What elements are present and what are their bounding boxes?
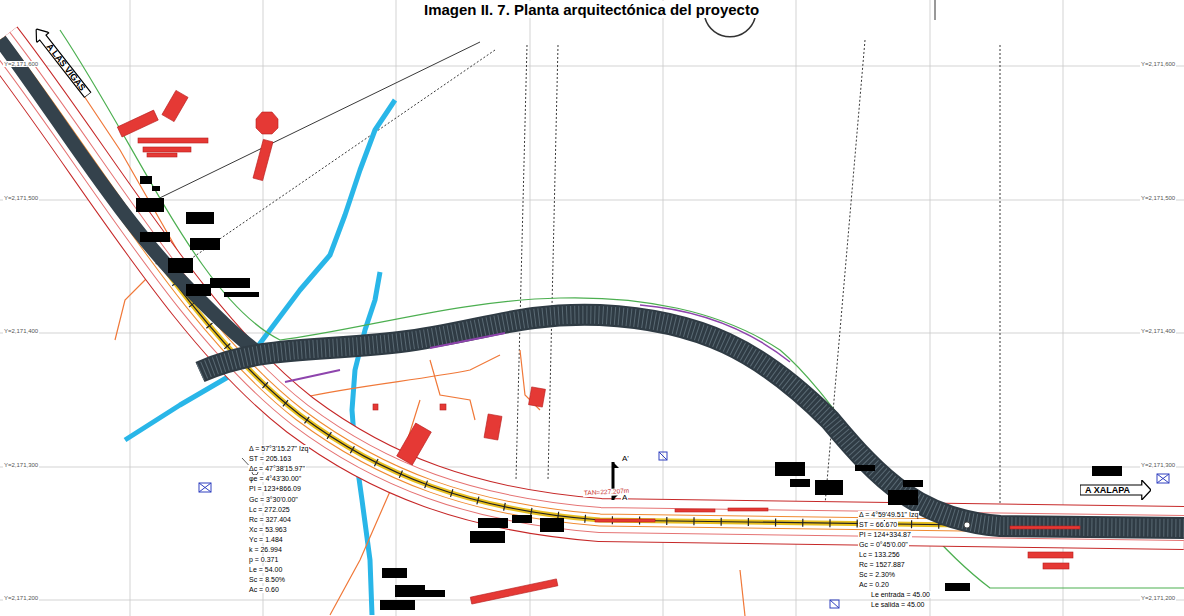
arrow-label: A LAS VIGAS: [45, 42, 87, 93]
grid-coordinate: Y=2,171,200: [3, 595, 39, 601]
curve-data: Lc = 272.025: [248, 506, 291, 513]
grid-coordinate: Y=2,171,400: [1140, 328, 1176, 334]
grid-coordinate: Y=2,171,200: [1140, 595, 1176, 601]
curve-data: ST = 66.670: [858, 521, 898, 528]
curve-data: p = 0.371: [248, 556, 279, 563]
curve-data: Lc = 133.256: [858, 551, 901, 558]
curve-data: Δc = 47°38'15.97": [248, 465, 306, 472]
buildings: [117, 90, 1080, 604]
curve-data: ST = 205.163: [248, 455, 292, 462]
grid-coordinate: Y=2,171,300: [1140, 462, 1176, 468]
curve-data: φe = 4°43'30.00": [248, 475, 302, 482]
direction-arrow: A XALAPA: [1080, 480, 1151, 500]
arrow-label: A XALAPA: [1085, 486, 1130, 495]
survey-marks: [199, 452, 1169, 608]
curve-data: Δ = 4°59'49.51" Izq: [858, 511, 919, 518]
curve-data: Xc = 53.963: [248, 526, 288, 533]
grid-coordinate: Y=2,171,500: [3, 195, 39, 201]
curve-data: Yc = 1.484: [248, 536, 284, 543]
section-letter: A': [621, 455, 630, 463]
curve-data: PI = 123+866.09: [248, 485, 302, 492]
pi-marker: [242, 458, 970, 528]
direction-arrow: A LAS VIGAS: [30, 24, 94, 100]
section-letter: A: [621, 494, 628, 502]
curve-data: Ac = 0.20: [858, 581, 890, 588]
figure-title: Imagen II. 7. Planta arquitectónica del …: [421, 1, 762, 18]
grid-coordinate: Y=2,171,600: [3, 61, 39, 67]
compass: [705, 18, 755, 37]
bypass-road: [200, 305, 1184, 528]
curve-data: Sc = 8.50%: [248, 576, 286, 583]
curve-data: Gc = 3°30'0.00": [248, 496, 299, 503]
grid-coordinate: Y=2,171,300: [3, 462, 39, 468]
curve-data: Δ = 57°3'15.27" Izq: [248, 445, 309, 452]
curve-data: Gc = 0°45'0.00": [858, 541, 909, 548]
curve-data: Rc = 1527.887: [858, 561, 906, 568]
grid-coordinate: Y=2,171,600: [1140, 61, 1176, 67]
grid-coordinate: Y=2,171,500: [1140, 195, 1176, 201]
curve-data: Rc = 327.404: [248, 516, 292, 523]
curve-data: Le = 54.00: [248, 566, 283, 573]
curve-data: PI = 124+334.87: [858, 531, 912, 538]
curve-data: Ac = 0.60: [248, 586, 280, 593]
curve-data: k = 26.994: [248, 546, 283, 553]
curve-data: Le entrada = 45.00: [870, 591, 931, 598]
redacted-marks: [136, 176, 1122, 610]
grid-coordinate: Y=2,171,400: [3, 328, 39, 334]
curve-data: Sc = 2.30%: [858, 571, 896, 578]
curve-data: Le salida = 45.00: [870, 601, 926, 608]
main-road: [0, 40, 1184, 528]
